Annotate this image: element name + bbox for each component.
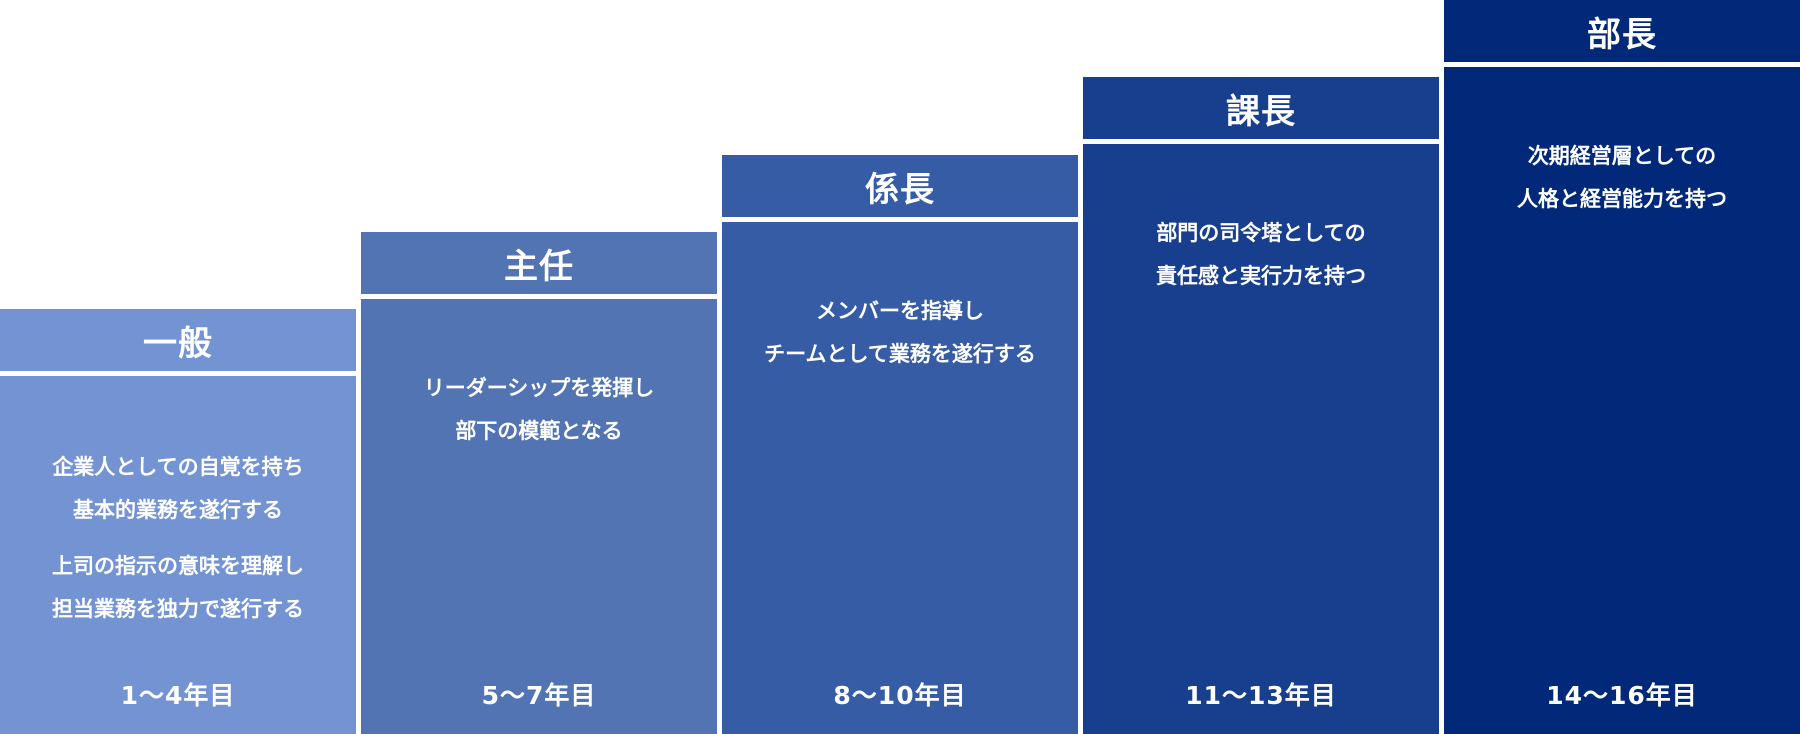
description-line: リーダーシップを発揮し	[423, 376, 655, 400]
level-years: 8～10年目	[833, 681, 967, 710]
level-title-text: 部長	[1587, 14, 1657, 55]
level-body-bucho: 次期経営層としての 人格と経営能力を持つ 14～16年目	[1444, 67, 1800, 734]
description-line: メンバーを指導し	[816, 299, 984, 323]
description-line: 企業人としての自覚を持ち	[52, 455, 304, 479]
level-title-text: 課長	[1226, 91, 1296, 132]
level-body-kacho: 部門の司令塔としての 責任感と実行力を持つ 11～13年目	[1083, 144, 1439, 734]
level-title-bucho: 部長	[1444, 0, 1800, 62]
description-line: 次期経営層としての	[1527, 144, 1717, 168]
level-body-ippan: 企業人としての自覚を持ち 基本的業務を遂行する 上司の指示の意味を理解し 担当業…	[0, 376, 356, 734]
description-line: 基本的業務を遂行する	[73, 498, 283, 522]
level-column-shunin: 主任 リーダーシップを発揮し 部下の模範となる 5～7年目	[361, 232, 717, 734]
level-body-shunin: リーダーシップを発揮し 部下の模範となる 5～7年目	[361, 299, 717, 734]
level-title-text: 係長	[865, 169, 935, 210]
level-column-ippan: 一般 企業人としての自覚を持ち 基本的業務を遂行する 上司の指示の意味を理解し …	[0, 309, 356, 734]
level-title-text: 主任	[504, 246, 574, 287]
description-line: 人格と経営能力を持つ	[1517, 187, 1727, 211]
description-line: 部下の模範となる	[455, 419, 623, 443]
description-line: 上司の指示の意味を理解し	[52, 554, 304, 578]
level-years: 1～4年目	[120, 681, 236, 710]
level-description: リーダーシップを発揮し 部下の模範となる	[361, 367, 717, 453]
level-title-ippan: 一般	[0, 309, 356, 371]
level-description: 部門の司令塔としての 責任感と実行力を持つ	[1083, 212, 1439, 298]
description-line: 部門の司令塔としての	[1156, 221, 1366, 245]
level-years: 5～7年目	[481, 681, 597, 710]
description-line: 責任感と実行力を持つ	[1156, 264, 1366, 288]
level-description: 次期経営層としての 人格と経営能力を持つ	[1444, 135, 1800, 221]
description-line: チームとして業務を遂行する	[764, 342, 1036, 366]
level-years: 14～16年目	[1546, 681, 1698, 710]
description-line: 担当業務を独力で遂行する	[52, 597, 304, 621]
level-years: 11～13年目	[1185, 681, 1337, 710]
level-column-bucho: 部長 次期経営層としての 人格と経営能力を持つ 14～16年目	[1444, 0, 1800, 734]
level-column-kakaricho: 係長 メンバーを指導し チームとして業務を遂行する 8～10年目	[722, 155, 1078, 734]
level-title-text: 一般	[143, 323, 213, 364]
level-description: 企業人としての自覚を持ち 基本的業務を遂行する 上司の指示の意味を理解し 担当業…	[0, 446, 356, 631]
level-description: メンバーを指導し チームとして業務を遂行する	[722, 290, 1078, 376]
level-title-kakaricho: 係長	[722, 155, 1078, 217]
level-title-shunin: 主任	[361, 232, 717, 294]
level-column-kacho: 課長 部門の司令塔としての 責任感と実行力を持つ 11～13年目	[1083, 77, 1439, 734]
level-title-kacho: 課長	[1083, 77, 1439, 139]
level-body-kakaricho: メンバーを指導し チームとして業務を遂行する 8～10年目	[722, 222, 1078, 734]
